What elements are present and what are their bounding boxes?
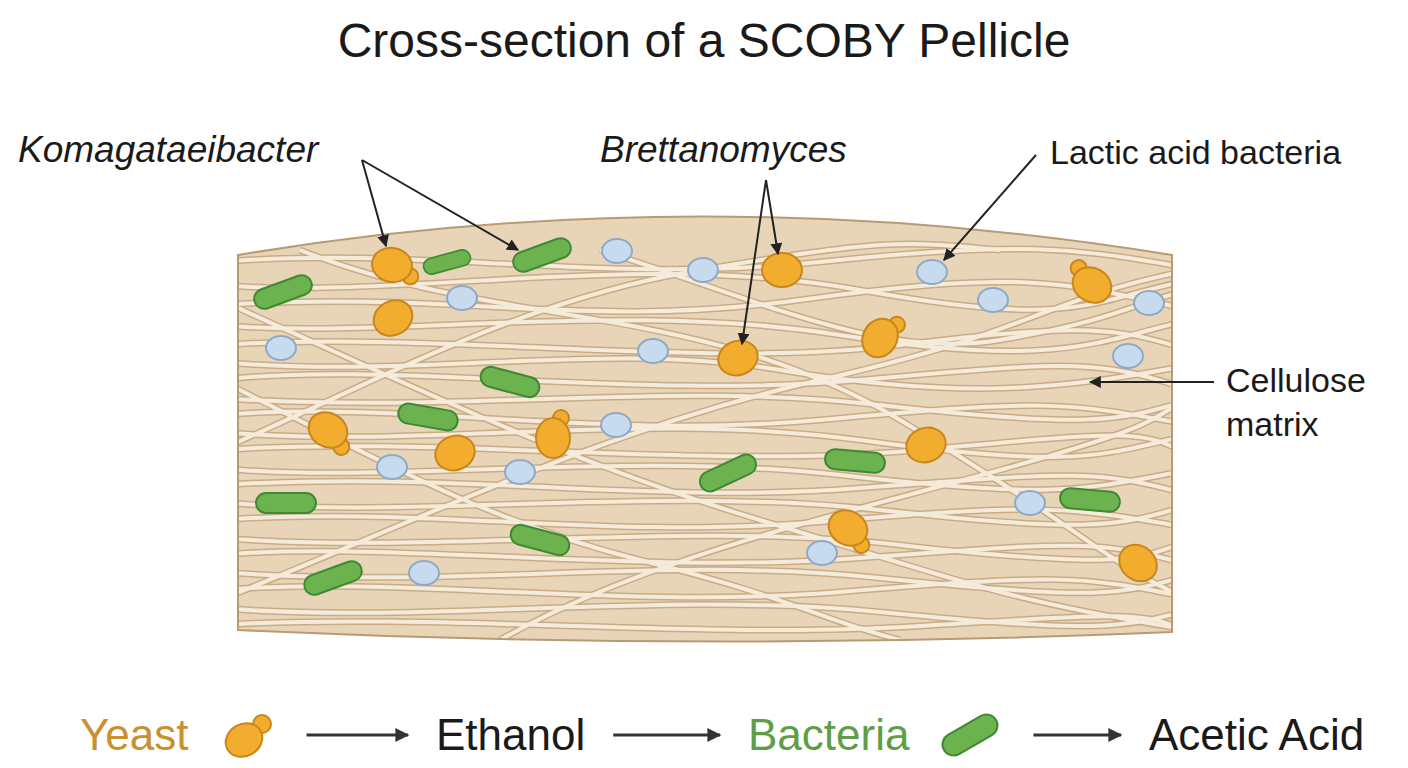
yeast-cell bbox=[855, 305, 908, 364]
flow-node: Acetic Acid bbox=[1121, 708, 1392, 762]
node-text: Bacteria bbox=[748, 708, 909, 762]
lactic-bacterium bbox=[688, 258, 718, 282]
yeast-cell bbox=[536, 410, 570, 458]
flow-node: Ethanol bbox=[408, 708, 613, 762]
lactic-bacterium bbox=[917, 260, 947, 284]
yeast-cell bbox=[1059, 256, 1118, 309]
callout-label: Lactic acid bacteria bbox=[1050, 130, 1341, 174]
lactic-bacterium bbox=[1113, 344, 1143, 368]
bacteria-rod bbox=[301, 558, 364, 597]
lactic-bacterium bbox=[266, 336, 296, 360]
lactic-bacterium bbox=[447, 286, 477, 310]
yeast-cell bbox=[369, 245, 422, 287]
lactic-bacterium bbox=[377, 455, 407, 479]
bacteria-rod bbox=[251, 272, 314, 311]
diagram-title: Cross-section of a SCOBY Pellicle bbox=[0, 12, 1408, 70]
bacteria-rod bbox=[697, 451, 760, 494]
leader-lines bbox=[362, 155, 1214, 382]
lactic-bacterium bbox=[505, 460, 535, 484]
flow-arrow bbox=[613, 734, 720, 737]
lactic-bacterium bbox=[978, 288, 1008, 312]
yeast-cell bbox=[302, 405, 361, 458]
lactic-bacterium bbox=[638, 339, 668, 363]
node-text: Yeast bbox=[80, 708, 188, 762]
yeast-cell bbox=[901, 422, 950, 468]
callout-label: Komagataeibacter bbox=[18, 128, 318, 172]
bacteria-rod bbox=[510, 235, 573, 274]
bacteria-rod bbox=[1059, 487, 1121, 512]
bacteria-icon bbox=[935, 710, 1005, 760]
flow-arrow bbox=[306, 734, 408, 737]
bacteria-rod bbox=[478, 365, 541, 400]
flow-node: Bacteria bbox=[720, 708, 1033, 762]
cellulose-matrix bbox=[220, 170, 1200, 660]
yeast-cell bbox=[713, 335, 762, 381]
lactic-bacterium bbox=[601, 413, 631, 437]
bacteria-rod bbox=[508, 523, 571, 558]
yeast-cell bbox=[367, 293, 419, 342]
lactic-bacterium bbox=[1015, 491, 1045, 515]
node-text: Ethanol bbox=[436, 708, 585, 762]
yeast-icon bbox=[218, 710, 278, 760]
lactic-bacterium bbox=[602, 239, 632, 263]
callout-label: Cellulose matrix bbox=[1226, 358, 1396, 446]
lactic-bacterium bbox=[1134, 291, 1164, 315]
bacteria-rod bbox=[397, 402, 460, 432]
lactic-bacterium bbox=[807, 541, 837, 565]
yeast-cell bbox=[430, 430, 479, 476]
yeast-cell bbox=[762, 253, 802, 287]
flow-arrow bbox=[1033, 734, 1121, 737]
pellicle-outline bbox=[238, 217, 1172, 642]
bacteria-rod bbox=[824, 448, 886, 473]
callout-label: Brettanomyces bbox=[600, 128, 847, 172]
lactic-bacterium bbox=[409, 561, 439, 585]
flow-node: Yeast bbox=[52, 708, 306, 762]
yeast-cell bbox=[1112, 537, 1164, 589]
node-text: Acetic Acid bbox=[1149, 708, 1364, 762]
bacteria-rod bbox=[256, 493, 316, 513]
bacteria-rod bbox=[422, 248, 473, 276]
